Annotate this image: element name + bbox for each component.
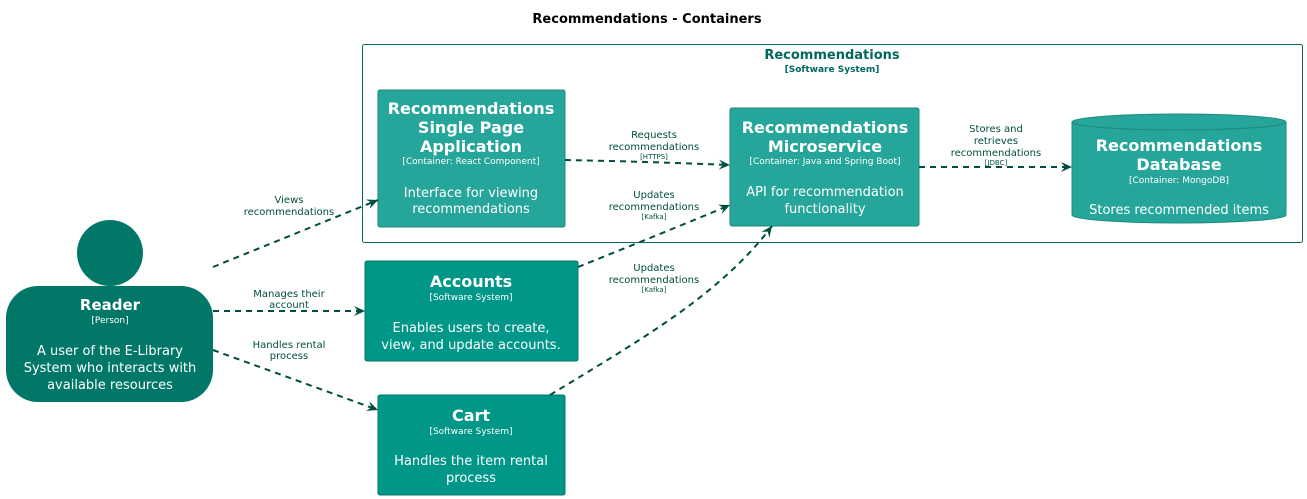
edge-cart-updates-label: Updates [633, 263, 674, 274]
edge-views-label: recommendations [244, 207, 334, 218]
person-desc-line: A user of the E-Library [37, 344, 183, 359]
accounts-name: Accounts [430, 272, 512, 291]
microservice-name-line: Recommendations [742, 118, 909, 137]
cart-desc-line: process [446, 471, 496, 486]
spa-name-line: Application [420, 137, 522, 156]
edge-cart-updates-label: recommendations [609, 275, 699, 286]
edge-handles-label: process [270, 351, 308, 362]
edge-views [212, 199, 379, 268]
person-type: [Person] [91, 316, 128, 326]
edge-accounts-updates-label: Updates [633, 190, 674, 201]
accounts-desc-line: view, and update accounts. [381, 338, 560, 353]
database-desc: Stores recommended items [1089, 203, 1269, 218]
edge-accounts-updates [577, 204, 731, 268]
boundary-name: Recommendations [764, 48, 900, 63]
person-reader[interactable]: Reader [Person] A user of the E-Library … [6, 220, 213, 402]
edge-stores-tech: [JDBC] [985, 159, 1008, 167]
container-microservice[interactable]: Recommendations Microservice [Container:… [729, 107, 920, 227]
cart-desc-line: Handles the item rental [394, 454, 548, 469]
edge-accounts-updates-tech: [Kafka] [642, 213, 667, 221]
edge-stores-label: retrieves [974, 136, 1018, 147]
person-name: Reader [80, 296, 141, 314]
edge-requests-label: Requests [631, 130, 677, 141]
edge-requests [564, 159, 731, 170]
database-name-line: Database [1136, 155, 1221, 174]
microservice-desc-line: API for recommendation [746, 185, 904, 200]
database-type: [Container: MongoDB] [1129, 176, 1229, 186]
edge-accounts-updates-label: recommendations [609, 202, 699, 213]
cart-type: [Software System] [429, 427, 512, 437]
edge-stores-label: Stores and [969, 124, 1023, 135]
microservice-name-line: Microservice [768, 137, 882, 156]
system-cart[interactable]: Cart [Software System] Handles the item … [377, 394, 566, 496]
edge-cart-updates [549, 225, 773, 396]
person-desc-line: System who interacts with [24, 361, 197, 376]
edge-cart-updates-tech: [Kafka] [642, 286, 667, 294]
spa-desc-line: recommendations [412, 202, 530, 217]
person-desc-line: available resources [47, 378, 173, 393]
diagram-title: Recommendations - Containers [532, 12, 761, 27]
spa-desc-line: Interface for viewing [404, 186, 538, 201]
container-database[interactable]: Recommendations Database [Container: Mon… [1071, 113, 1287, 224]
boundary-type: [Software System] [785, 65, 880, 75]
spa-name-line: Single Page [418, 118, 524, 137]
container-spa[interactable]: Recommendations Single Page Application … [377, 89, 566, 228]
edge-manages-label: Manages their [253, 289, 325, 300]
system-boundary: Recommendations [Software System] [362, 44, 1303, 243]
microservice-desc-line: functionality [784, 202, 865, 217]
spa-name-line: Recommendations [388, 99, 555, 118]
edge-handles-label: Handles rental [253, 340, 326, 351]
accounts-desc-line: Enables users to create, [392, 321, 549, 336]
database-name-line: Recommendations [1096, 136, 1263, 155]
edge-requests-tech: [HTTPS] [640, 153, 668, 161]
edge-handles [212, 349, 379, 411]
person-body [6, 286, 213, 402]
microservice-type: [Container: Java and Spring Boot] [749, 157, 900, 167]
edge-stores-label: recommendations [951, 148, 1041, 159]
spa-type: [Container: React Component] [402, 157, 539, 167]
person-head-icon [77, 220, 143, 286]
edge-requests-label: recommendations [609, 142, 699, 153]
cart-name: Cart [452, 406, 490, 425]
edge-manages-label: account [269, 300, 309, 311]
system-accounts[interactable]: Accounts [Software System] Enables users… [364, 260, 579, 362]
accounts-type: [Software System] [429, 293, 512, 303]
edge-views-label: Views [275, 195, 304, 206]
